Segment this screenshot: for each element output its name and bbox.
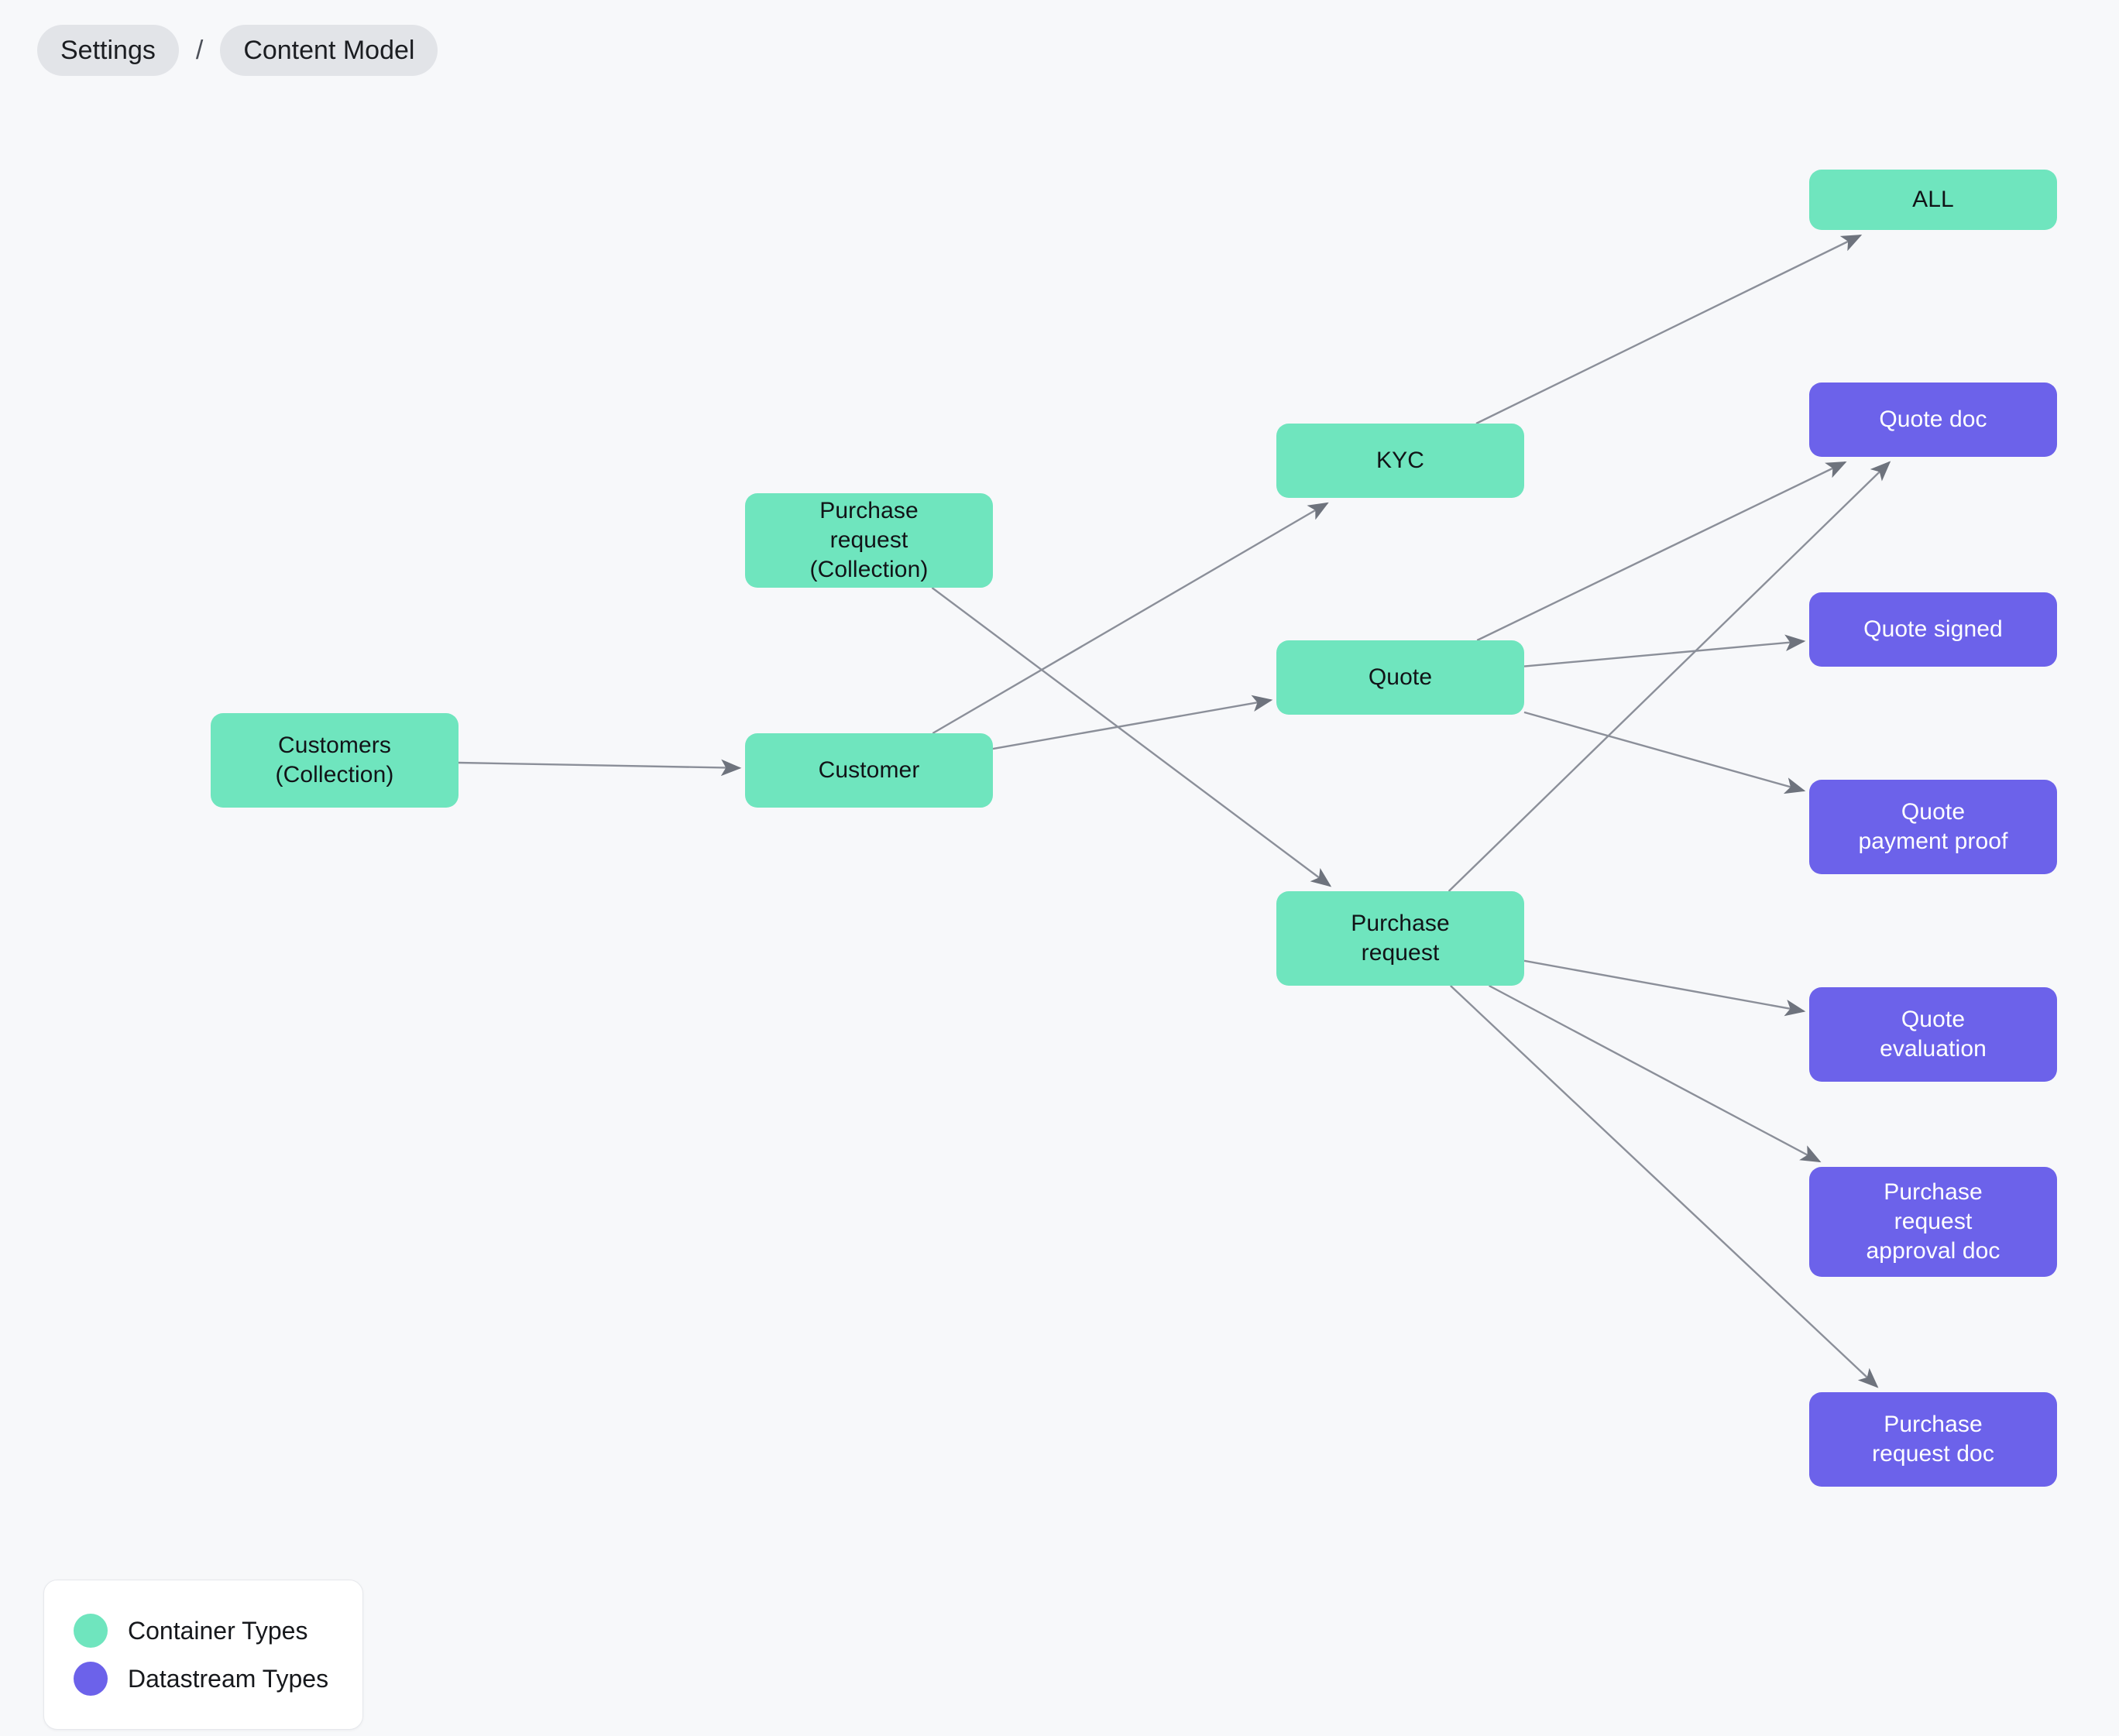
legend-label-container-types: Container Types	[128, 1617, 308, 1645]
graph-node-label: Quote	[1368, 664, 1433, 691]
graph-node-label: Quote doc	[1879, 407, 1987, 433]
graph-node-all[interactable]: ALL	[1809, 170, 2057, 230]
graph-edge-kyc-to-all	[1475, 234, 1863, 425]
graph-node-purchase-request-approval-doc[interactable]: Purchase request approval doc	[1809, 1167, 2057, 1277]
graph-legend: Container Types Datastream Types	[43, 1580, 364, 1730]
graph-node-label: ALL	[1912, 187, 1954, 213]
container-types-color-swatch	[74, 1614, 108, 1648]
graph-edge-quote-to-quote-payment-proof	[1523, 711, 1806, 794]
graph-node-purchase-request-doc[interactable]: Purchase request doc	[1809, 1392, 2057, 1487]
breadcrumb-item-settings[interactable]: Settings	[37, 25, 179, 76]
graph-edge-purchase-request-to-quote-evaluation	[1523, 959, 1806, 1017]
graph-node-purchase-request[interactable]: Purchase request	[1276, 891, 1524, 986]
graph-node-purchase-request-collection[interactable]: Purchase request (Collection)	[745, 493, 993, 588]
graph-edge-customer-to-quote	[992, 695, 1273, 750]
graph-edge-customers-collection-to-customer	[458, 759, 742, 777]
graph-node-label: Customer	[818, 757, 920, 784]
graph-edge-quote-to-quote-doc	[1476, 461, 1847, 642]
graph-node-quote-evaluation[interactable]: Quote evaluation	[1809, 987, 2057, 1082]
graph-node-customers-collection[interactable]: Customers (Collection)	[211, 713, 458, 808]
graph-node-label: Purchase request doc	[1872, 1412, 1994, 1467]
breadcrumb: Settings / Content Model	[37, 25, 438, 76]
graph-node-label: Purchase request approval doc	[1866, 1179, 2001, 1264]
graph-node-quote-signed[interactable]: Quote signed	[1809, 592, 2057, 667]
graph-node-quote-doc[interactable]: Quote doc	[1809, 383, 2057, 457]
breadcrumb-item-content-model[interactable]: Content Model	[220, 25, 438, 76]
graph-node-quote-payment-proof[interactable]: Quote payment proof	[1809, 780, 2057, 874]
graph-node-label: Purchase request	[1351, 911, 1450, 966]
graph-node-label: KYC	[1376, 448, 1424, 474]
graph-edge-quote-to-quote-signed	[1523, 634, 1806, 667]
breadcrumb-separator: /	[195, 36, 204, 65]
graph-node-customer[interactable]: Customer	[745, 733, 993, 808]
graph-node-label: Quote signed	[1863, 616, 2003, 643]
graph-node-kyc[interactable]: KYC	[1276, 424, 1524, 498]
graph-node-label: Quote payment proof	[1858, 799, 2008, 854]
datastream-types-color-swatch	[74, 1662, 108, 1696]
graph-edge-purchase-request-collection-to-purchase-request	[931, 587, 1332, 887]
graph-node-quote[interactable]: Quote	[1276, 640, 1524, 715]
graph-edge-purchase-request-to-purchase-request-approval-doc	[1489, 984, 1822, 1163]
graph-node-label: Quote evaluation	[1880, 1007, 1987, 1062]
legend-item-container-types: Container Types	[74, 1607, 328, 1655]
legend-label-datastream-types: Datastream Types	[128, 1665, 329, 1693]
graph-node-label: Customers (Collection)	[275, 732, 394, 787]
graph-node-label: Purchase request (Collection)	[809, 498, 929, 582]
legend-item-datastream-types: Datastream Types	[74, 1655, 328, 1703]
